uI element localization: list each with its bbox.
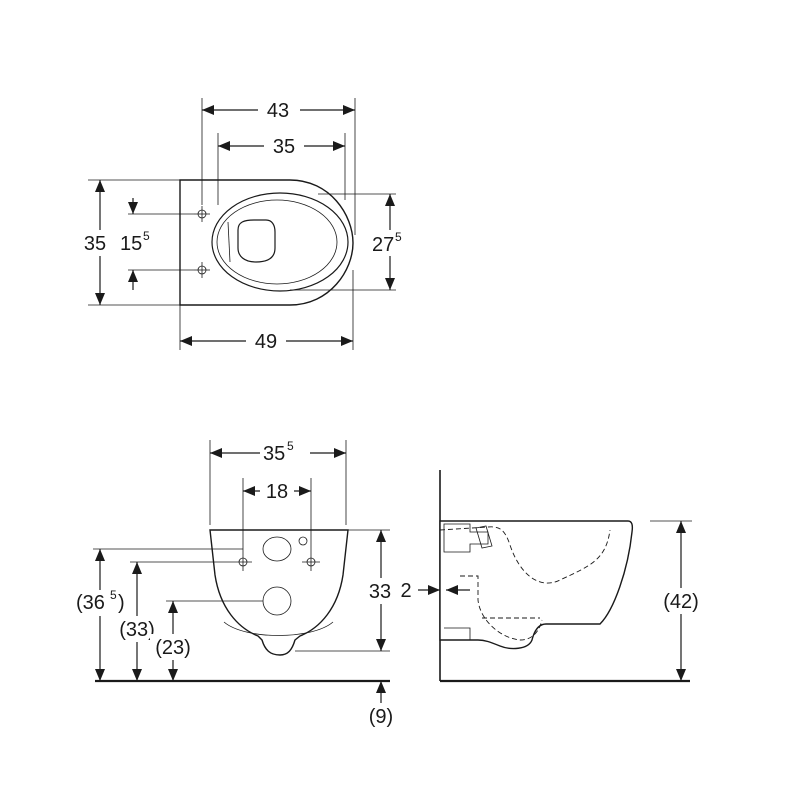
- dim-label-width-inner: 35: [273, 136, 295, 158]
- dim-label-outlet-height: (23): [155, 637, 191, 659]
- side-view: 2 (42): [400, 470, 704, 683]
- label-bg: [260, 478, 294, 504]
- arrow: [676, 521, 686, 533]
- arrow: [168, 669, 178, 681]
- label-bg: [370, 230, 410, 256]
- arrow: [343, 105, 355, 115]
- arrow: [376, 681, 386, 693]
- front-view-rim-line: [223, 621, 334, 636]
- arrow: [334, 448, 346, 458]
- dim-label-fixing-spacing: 15: [120, 233, 142, 255]
- label-bg: [246, 328, 286, 354]
- top-view-drain: [237, 219, 276, 263]
- dim-label-fixing-spacing-sup: 5: [143, 229, 150, 243]
- side-view-internal-channel: [460, 575, 543, 641]
- side-view-outlet-detail: [444, 627, 471, 640]
- arrow: [341, 336, 353, 346]
- dim-label-fixing-height-sup: 5: [110, 588, 117, 602]
- top-view-fixing-top: [194, 206, 210, 222]
- top-view-fixing-bottom: [194, 262, 210, 278]
- dim-label-floor-offset: (9): [369, 706, 393, 728]
- arrow: [95, 549, 105, 561]
- dim-label-front-width: 35: [263, 443, 285, 465]
- dim-label-front-width-sup: 5: [287, 439, 294, 453]
- dim-label-wall-offset: 2: [400, 580, 411, 602]
- top-view-outline: [179, 179, 354, 306]
- label-bg: [150, 634, 196, 660]
- arrow: [218, 141, 230, 151]
- arrow: [299, 486, 311, 496]
- arrow: [128, 202, 138, 214]
- dim-label-bowl-width: 27: [372, 234, 394, 256]
- label-bg: [362, 578, 398, 604]
- arrow: [385, 278, 395, 290]
- label-bg: [258, 96, 300, 122]
- front-view-fixing-right: [302, 553, 320, 571]
- side-view-outline: [439, 520, 634, 650]
- side-view-internal-trap: [439, 526, 611, 584]
- arrow: [243, 486, 255, 496]
- front-view: 35 5 18 33 (36 5 ) (33): [74, 439, 398, 728]
- dim-label-length: 49: [255, 331, 277, 353]
- label-bg: [260, 440, 310, 466]
- dim-label-body-height: 33: [369, 581, 391, 603]
- front-view-fixing-left: [234, 553, 252, 571]
- arrow: [446, 585, 458, 595]
- arrow: [210, 448, 222, 458]
- dim-label-width-outer: 43: [267, 100, 289, 122]
- label-bg: [80, 230, 114, 256]
- arrow: [202, 105, 214, 115]
- arrow: [180, 336, 192, 346]
- arrow: [168, 601, 178, 613]
- label-bg: [264, 132, 304, 158]
- top-view: 43 35 35 15 5 27 5: [80, 96, 410, 354]
- arrow: [376, 639, 386, 651]
- side-view-inlet-detail: [475, 525, 493, 549]
- front-view-outline: [209, 529, 349, 656]
- top-view-bowl-outer: [211, 192, 349, 292]
- dim-label-connection-spacing: 18: [266, 481, 288, 503]
- top-view-rim-edge: [227, 221, 231, 263]
- arrow: [376, 530, 386, 542]
- dim-label-inlet-height: (33): [119, 619, 155, 641]
- label-bg: [74, 590, 130, 616]
- dim-label-fixing-height-close: ): [118, 592, 125, 614]
- label-bg: [658, 588, 704, 614]
- arrow: [385, 194, 395, 206]
- dim-label-fixing-height: (36: [76, 592, 105, 614]
- arrow: [132, 669, 142, 681]
- arrow: [428, 585, 440, 595]
- arrow: [676, 669, 686, 681]
- front-view-water-inlet: [262, 536, 292, 562]
- top-view-bowl-inner: [216, 199, 338, 285]
- dim-label-rim-height: (42): [663, 591, 699, 613]
- arrow: [333, 141, 345, 151]
- arrow: [95, 669, 105, 681]
- front-view-small-hole: [298, 536, 308, 546]
- arrow: [132, 562, 142, 574]
- side-view-connection-pipe: [443, 523, 489, 553]
- dim-label-depth: 35: [84, 233, 106, 255]
- dim-label-bowl-width-sup: 5: [395, 230, 402, 244]
- arrow: [95, 293, 105, 305]
- arrow: [95, 180, 105, 192]
- arrow: [128, 270, 138, 282]
